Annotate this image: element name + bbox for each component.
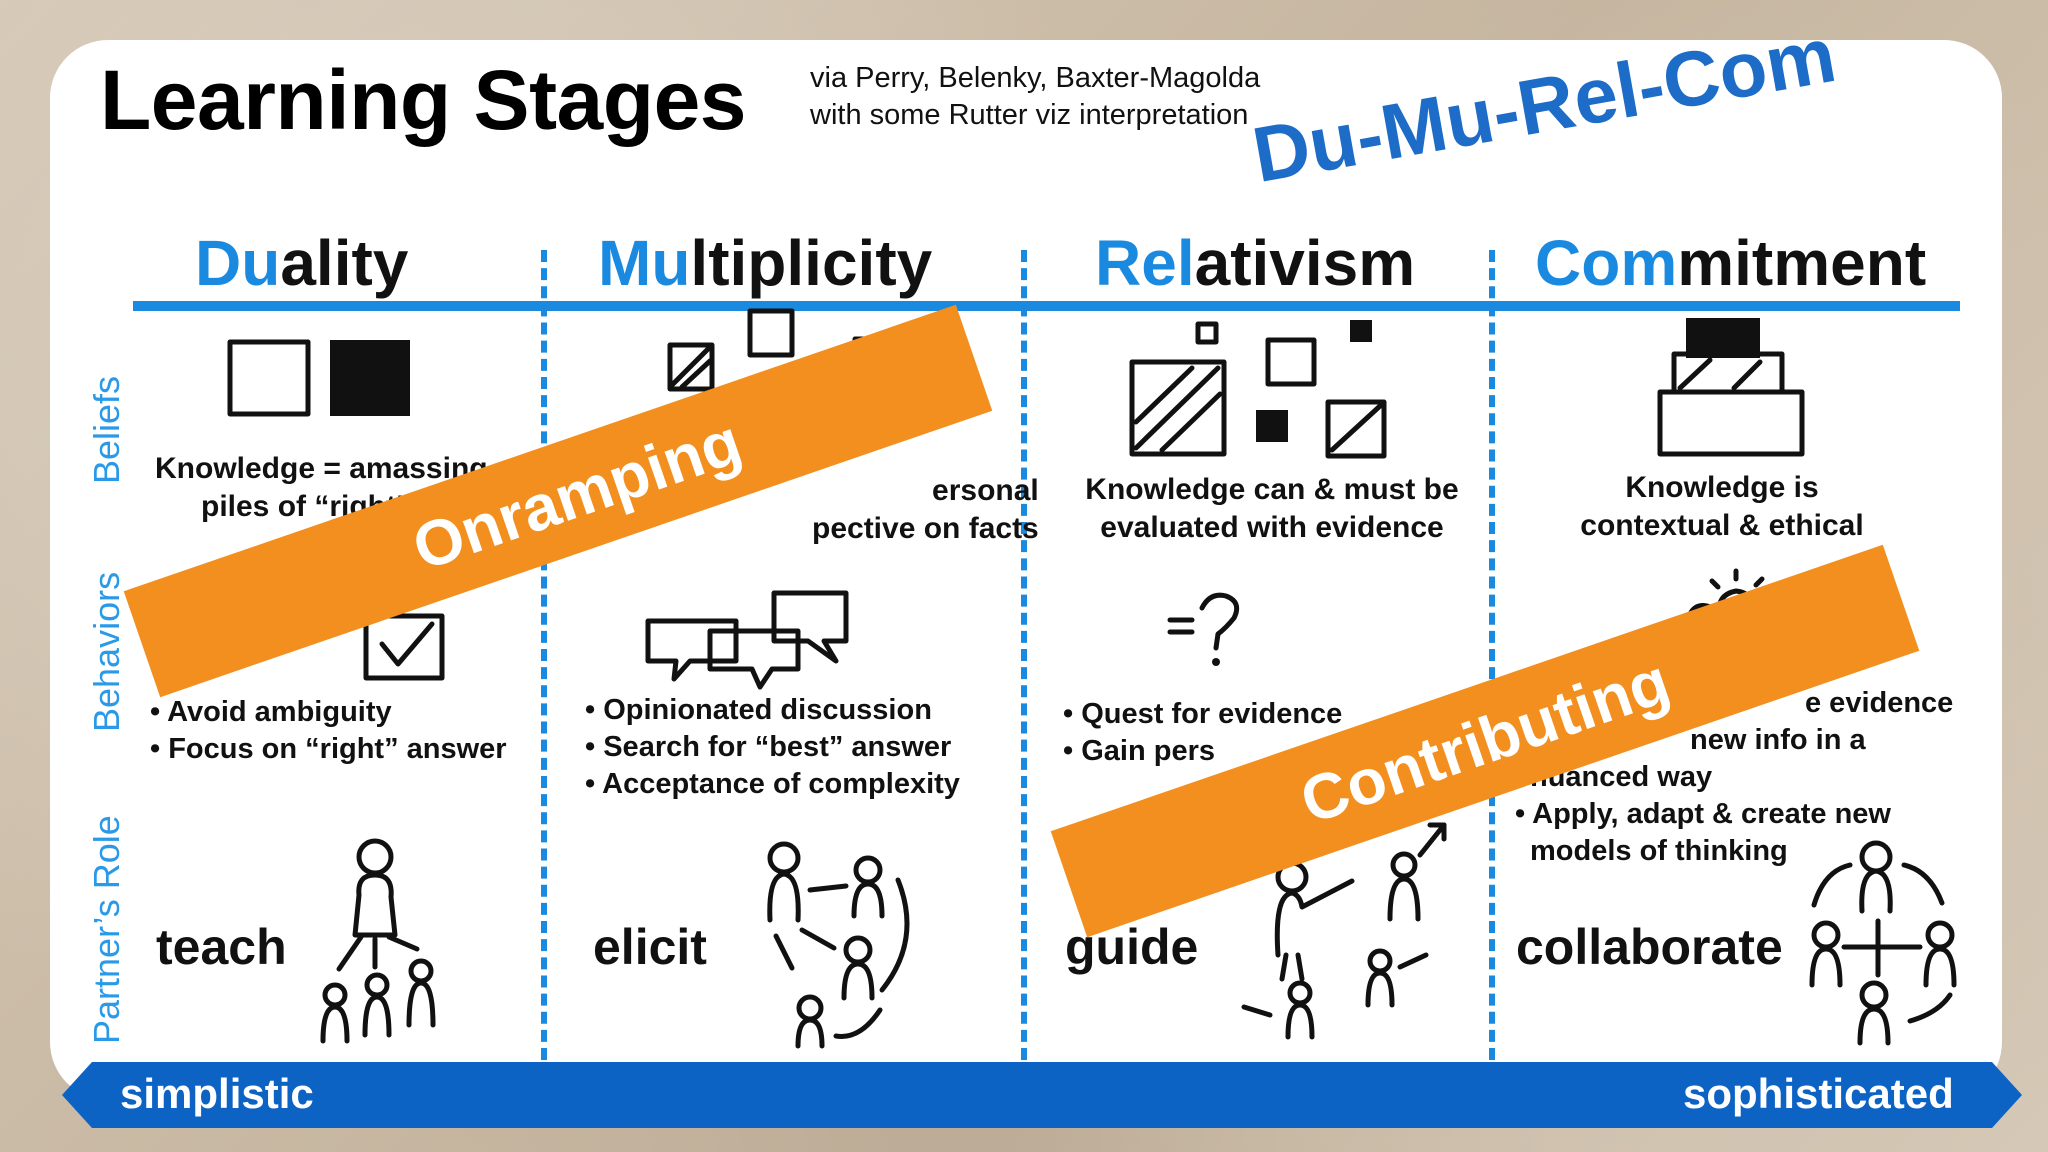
behavior-item: Avoid ambiguity — [150, 694, 507, 731]
row-label-partners-role: Partner’s Role — [86, 815, 127, 1044]
column-title-duality: Duality — [195, 226, 408, 300]
belief-line: Knowledge is — [1625, 471, 1819, 504]
behaviors-multiplicity: Opinionated discussion Search for “best”… — [585, 692, 960, 803]
behavior-item: new info in a — [1690, 724, 1866, 756]
bullet-glyph: • — [1515, 798, 1533, 830]
title-highlight: Rel — [1095, 227, 1195, 299]
credit-text: via Perry, Belenky, Baxter-Magolda with … — [810, 60, 1260, 134]
belief-duality: Knowledge = amassing piles of “right” f — [155, 450, 488, 526]
belief-commitment: Knowledge is contextual & ethical — [1552, 469, 1892, 545]
column-title-commitment: Commitment — [1535, 226, 1926, 300]
role-collaborate: collaborate — [1516, 919, 1783, 975]
title-rest: ality — [280, 227, 409, 299]
column-divider-3 — [1489, 250, 1495, 1060]
role-elicit: elicit — [593, 919, 707, 975]
stacked-foundation-icon — [1657, 318, 1805, 457]
behavior-item: Focus on “right” answer — [150, 731, 506, 768]
behavior-item: Acceptance of complexity — [585, 766, 960, 803]
teacher-group-icon — [320, 838, 436, 1044]
belief-line: Knowledge = amassing — [155, 452, 488, 485]
title-rest: ativism — [1194, 227, 1416, 299]
behavior-item: e evidence — [1805, 687, 1954, 719]
role-teach: teach — [156, 919, 287, 975]
belief-relativism: Knowledge can & must be evaluated with e… — [1072, 471, 1472, 547]
scale-left-label: simplistic — [120, 1070, 314, 1117]
title-highlight: Du — [195, 227, 281, 299]
behavior-item: models of thinking — [1530, 835, 1788, 867]
title-highlight: Com — [1535, 227, 1678, 299]
two-squares-icon — [227, 339, 410, 417]
title-highlight: Mu — [598, 227, 691, 299]
credit-line-1: via Perry, Belenky, Baxter-Magolda — [810, 62, 1261, 94]
behaviors-relativism: Quest for evidence Gain pers — [1063, 696, 1342, 770]
row-label-behaviors: Behaviors — [86, 571, 127, 732]
checkbox-icon — [363, 613, 445, 681]
column-divider-1 — [541, 250, 547, 1060]
behavior-item: Gain pers — [1063, 733, 1342, 770]
row-label-beliefs: Beliefs — [86, 375, 127, 484]
belief-multiplicity: ersonal pective on facts — [812, 472, 1039, 548]
collaboration-circle-icon — [1809, 840, 1957, 1046]
scale-arrow — [62, 1062, 2022, 1128]
belief-line: Knowledge can & must be — [1085, 473, 1459, 506]
title-rest: mitment — [1677, 227, 1927, 299]
behavior-item: Quest for evidence — [1063, 696, 1342, 733]
header-rule — [133, 301, 1960, 311]
guide-figures-icon — [1241, 822, 1447, 1040]
title-rest: ltiplicity — [690, 227, 933, 299]
belief-line: contextual & ethical — [1580, 509, 1864, 542]
behavior-item: Apply, adapt & create new — [1532, 798, 1891, 830]
behavior-item: Search for “best” answer — [585, 729, 960, 766]
scale-right-label: sophisticated — [1683, 1070, 1954, 1117]
column-title-multiplicity: Multiplicity — [598, 226, 932, 300]
behaviors-duality: Avoid ambiguity Focus on “right” answer — [150, 694, 507, 768]
belief-line: evaluated with evidence — [1100, 511, 1444, 544]
discussion-group-icon — [767, 841, 910, 1049]
equals-question-icon — [1167, 592, 1240, 666]
page-title: Learning Stages — [100, 53, 747, 147]
speech-bubbles-icon — [645, 590, 849, 690]
column-title-relativism: Relativism — [1095, 226, 1415, 300]
belief-line: ersonal — [932, 474, 1039, 507]
behavior-item: Opinionated discussion — [585, 692, 960, 729]
credit-line-2: with some Rutter viz interpretation — [810, 99, 1249, 131]
weighed-squares-icon — [1129, 320, 1387, 459]
behaviors-commitment: e evidence new info in a nuanced way • A… — [1515, 685, 1953, 870]
column-divider-2 — [1021, 250, 1027, 1060]
belief-line: pective on facts — [812, 512, 1039, 545]
